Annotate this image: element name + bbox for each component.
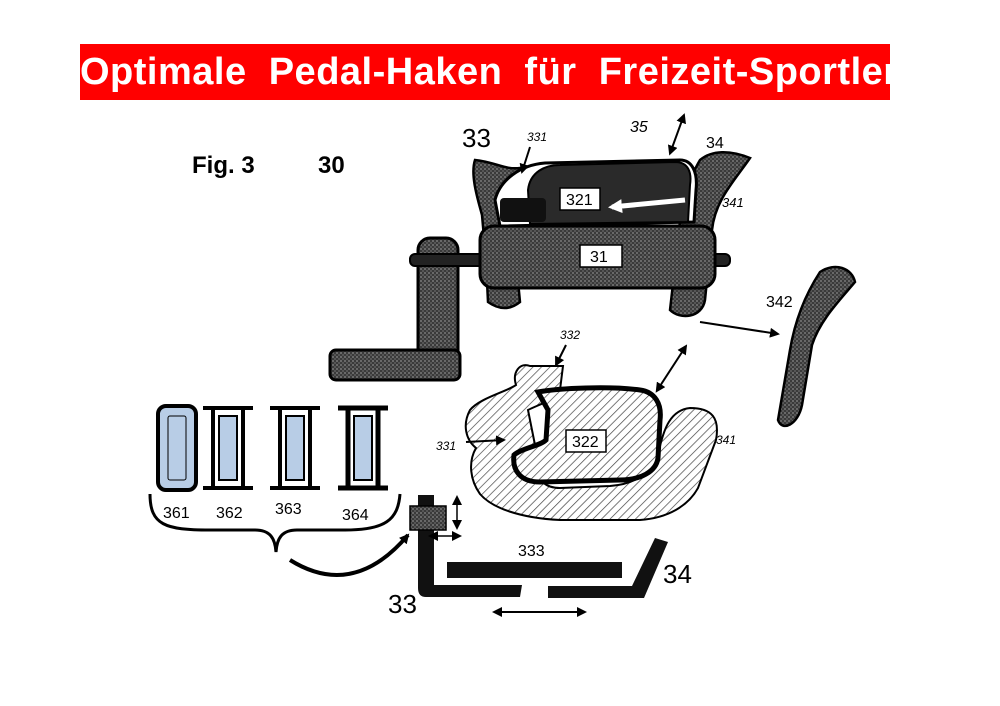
arrow-cleats-to-hook bbox=[288, 533, 410, 577]
label-33-bottom: 33 bbox=[388, 589, 417, 619]
label-331-mid: 331 bbox=[436, 439, 456, 453]
cleat-363 bbox=[270, 406, 320, 490]
figure-number: 30 bbox=[318, 152, 345, 179]
hook-342 bbox=[776, 265, 857, 428]
label-341-top: 341 bbox=[722, 195, 744, 210]
figure-label: Fig. 3 bbox=[192, 152, 255, 179]
label-342: 342 bbox=[766, 294, 793, 311]
cleat-364 bbox=[338, 405, 388, 491]
label-363: 363 bbox=[275, 501, 302, 518]
bar-333 bbox=[447, 562, 622, 578]
cleat-361-inner bbox=[167, 415, 187, 481]
label-331-top: 331 bbox=[527, 130, 547, 144]
label-33-top: 33 bbox=[462, 123, 491, 153]
cleat-362 bbox=[203, 406, 253, 490]
cleat-small bbox=[409, 505, 447, 531]
label-322: 322 bbox=[572, 434, 599, 451]
hook-34-bottom bbox=[548, 538, 668, 598]
label-35: 35 bbox=[630, 119, 648, 136]
cleat-brace bbox=[148, 493, 402, 553]
label-364: 364 bbox=[342, 507, 369, 524]
label-34-top: 34 bbox=[706, 135, 724, 152]
arrow-332 bbox=[555, 344, 567, 367]
label-34-bottom: 34 bbox=[663, 559, 692, 589]
label-341-mid: 341 bbox=[716, 433, 736, 447]
label-box-31 bbox=[579, 244, 623, 268]
arrow-331-mid bbox=[465, 435, 506, 446]
crank-pedal-stub bbox=[328, 348, 462, 382]
label-box-322 bbox=[565, 429, 607, 453]
arrow-35 bbox=[667, 113, 686, 156]
arrow-331-top bbox=[519, 146, 531, 174]
label-321: 321 bbox=[566, 192, 593, 209]
arrow-342 bbox=[699, 321, 780, 338]
label-362: 362 bbox=[216, 505, 243, 522]
label-361: 361 bbox=[163, 505, 190, 522]
label-333: 333 bbox=[518, 543, 545, 560]
hook-33-bottom bbox=[418, 495, 522, 597]
white-arrow bbox=[608, 197, 686, 214]
shoe-sole bbox=[526, 160, 692, 226]
label-332: 332 bbox=[560, 328, 580, 342]
cleat-top bbox=[500, 198, 546, 222]
title-banner: Optimale Pedal-Haken für Freizeit-Sportl… bbox=[80, 44, 898, 100]
label-31: 31 bbox=[590, 249, 608, 266]
arrow-move-mid bbox=[655, 344, 688, 393]
label-box-321 bbox=[559, 187, 601, 211]
